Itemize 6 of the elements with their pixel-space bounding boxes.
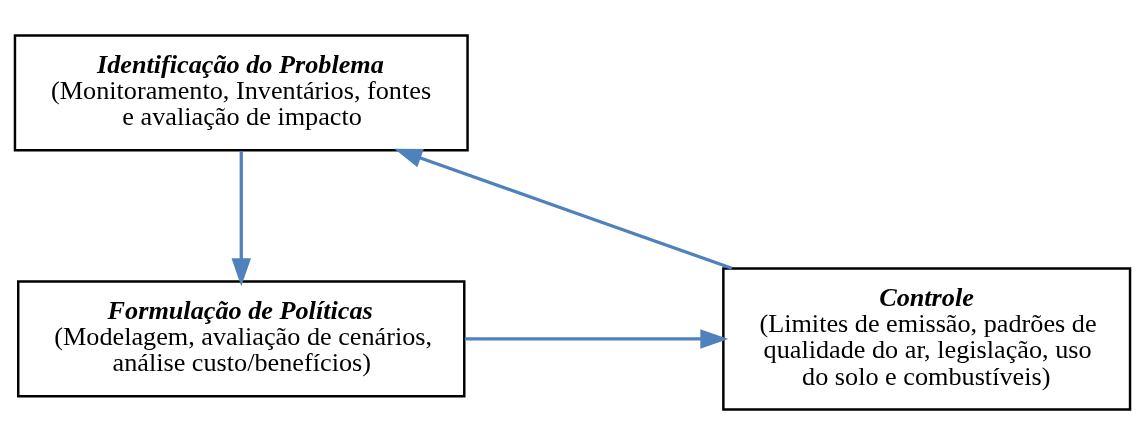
node-box: Identificação do Problema (Monitoramento, Inventários, fontes e avaliação de impacto (13, 34, 469, 152)
arrow (394, 148, 733, 270)
node-box: Formulação de Políticas (Modelagem, avaliação de cenários, análise custo/benefícios) (17, 280, 466, 398)
node-box: Controle (Limites de emissão, padrões de qualidade do ar, legislação, uso do solo e combustíveis) (722, 267, 1132, 411)
arrow (464, 329, 729, 349)
arrow (231, 150, 252, 287)
